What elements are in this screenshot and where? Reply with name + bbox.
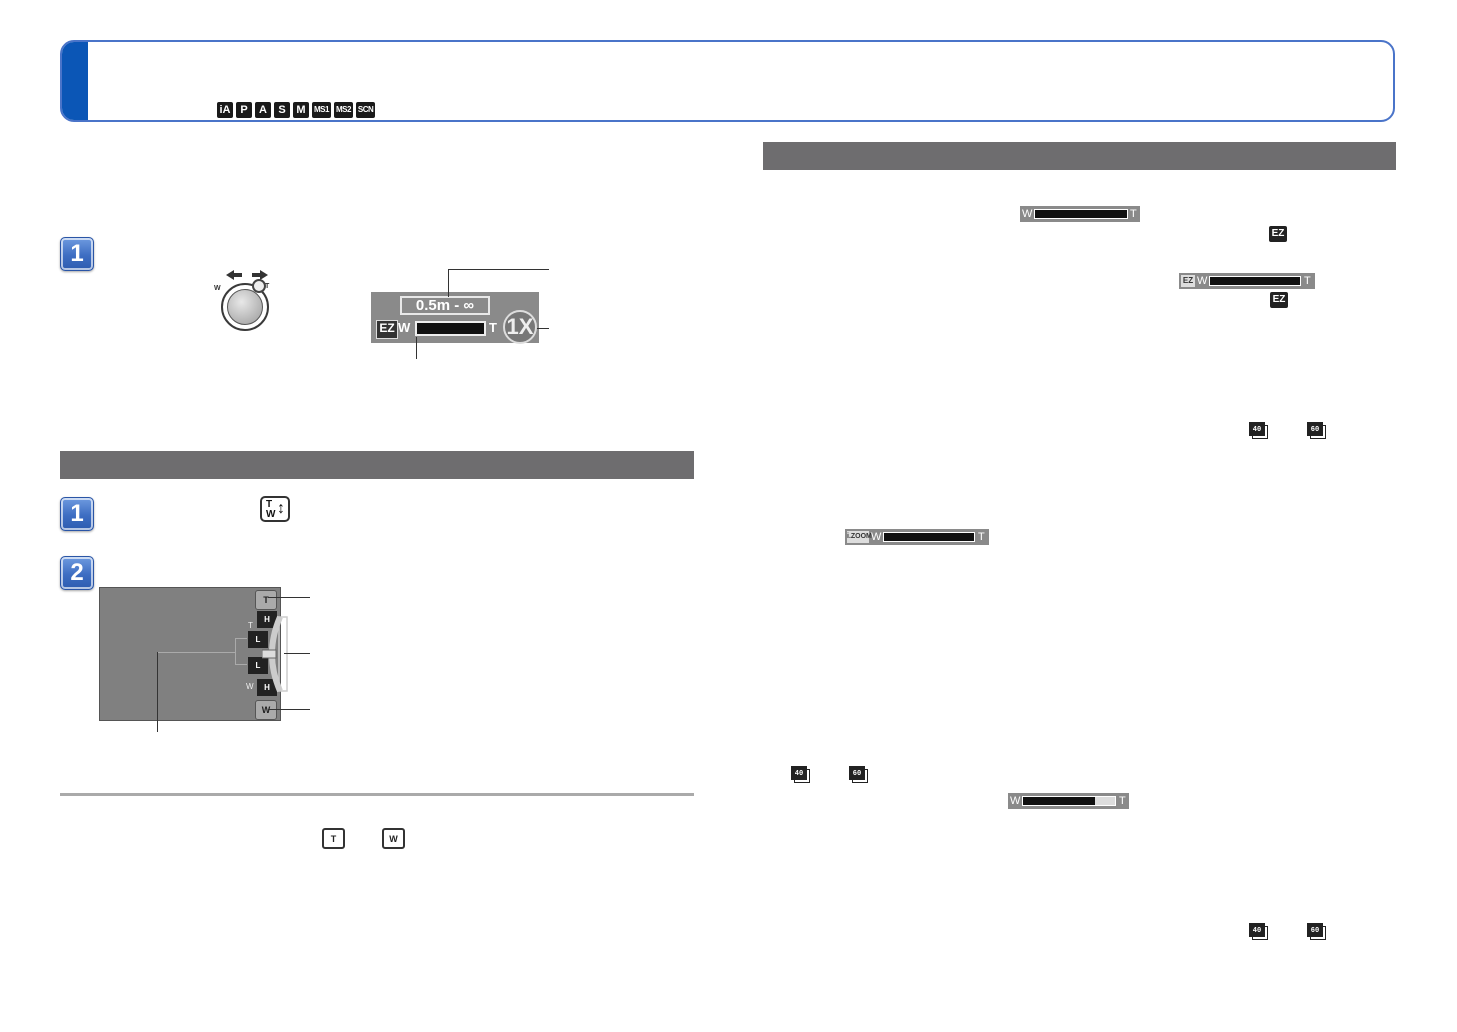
ez-icon-1: EZ: [1269, 226, 1287, 242]
focus-range-text: 0.5m - ∞: [400, 296, 490, 315]
ez-icon: EZ: [376, 320, 398, 339]
zoom-slider-arc[interactable]: [262, 615, 288, 693]
touch-zoom-screen: [99, 587, 281, 721]
burst-60-label-3: 60: [1307, 923, 1323, 937]
burst-60-label: 60: [1307, 422, 1323, 436]
mode-p-icon: P: [236, 102, 252, 118]
zoom-bar-optical-w: W: [1022, 208, 1033, 220]
leader-tele: [268, 597, 310, 598]
zoom-display-track: [415, 321, 486, 336]
leader-speed: [157, 652, 158, 732]
inline-wide-label: W: [389, 834, 398, 844]
zoom-bar-partial-fill: [1023, 797, 1095, 805]
zoom-bar-ez: EZ W T: [1179, 273, 1315, 289]
zoom-bar-optical-track: [1034, 209, 1128, 219]
zoom-bar-optical: W T: [1020, 206, 1140, 222]
shutter-button-icon: [227, 289, 263, 325]
burst-40-icon-3: 40: [1249, 923, 1269, 941]
zoom-bar-optical-t: T: [1130, 208, 1137, 220]
leader-focus-v: [448, 269, 449, 297]
zoom-bar-izoom-track: [883, 532, 975, 542]
zoom-bar-izoom-t: T: [978, 531, 985, 543]
wide-button-label: W: [261, 705, 271, 715]
bracket-pointer: [158, 652, 235, 653]
header-accent-tab: [62, 42, 88, 120]
burst-60-icon: 60: [1307, 422, 1327, 440]
mode-scn-icon: SCN: [355, 102, 376, 118]
recording-mode-icons: iA P A S M MS1 MS2 SCN: [217, 102, 376, 118]
zoom-bar-partial-track: [1022, 796, 1116, 806]
lever-w-label: W: [214, 285, 221, 292]
leader-slider: [284, 653, 310, 654]
lever-arrows-icon: [226, 270, 268, 280]
inline-tele-label: T: [330, 834, 337, 844]
zoom-bar-ez-track: [1209, 276, 1301, 286]
section-bar-touch-zoom: [60, 451, 694, 479]
bracket-top: [235, 638, 247, 639]
zoom-tele-button[interactable]: T: [255, 590, 277, 610]
mode-ms1-icon: MS1: [312, 102, 331, 118]
step-2-badge: 2: [60, 556, 94, 590]
step-1-badge: 1: [60, 237, 94, 271]
zoom-display-w-label: W: [398, 320, 411, 335]
lever-knob-icon: [252, 279, 266, 293]
burst-60-icon-3: 60: [1307, 923, 1327, 941]
zoom-bar-partial-w: W: [1010, 795, 1021, 807]
mode-m-icon: M: [293, 102, 309, 118]
zoom-speed-low-wide[interactable]: L: [248, 657, 268, 674]
touch-zoom-icon[interactable]: T W ↕: [260, 496, 290, 522]
inline-tele-icon: T: [322, 828, 345, 849]
updown-arrow-icon: ↕: [277, 500, 285, 517]
leader-focus-h: [448, 269, 549, 270]
zoom-speed-high-tele[interactable]: H: [257, 611, 277, 628]
slider-w-label: W: [246, 682, 254, 691]
burst-40-label-2: 40: [791, 766, 807, 780]
slider-t-label: T: [248, 621, 253, 630]
zoom-display-t-label: T: [489, 320, 497, 335]
burst-40-label: 40: [1249, 422, 1265, 436]
tele-button-label: T: [263, 595, 269, 605]
section-divider: [60, 793, 694, 796]
zoom-speed-high-wide[interactable]: H: [257, 679, 277, 696]
page-header: [60, 40, 1395, 122]
burst-40-icon-2: 40: [791, 766, 811, 784]
leader-zoom-position: [416, 337, 417, 359]
leader-magnification: [537, 328, 549, 329]
mode-ia-icon: iA: [217, 102, 233, 118]
bracket-bottom: [235, 664, 247, 665]
mode-a-icon: A: [255, 102, 271, 118]
zoom-bar-ez-badge: EZ: [1181, 275, 1195, 287]
zoom-speed-low-tele[interactable]: L: [248, 631, 268, 648]
zoom-bar-partial-t: T: [1119, 795, 1126, 807]
inline-wide-icon: W: [382, 828, 405, 849]
step-1-touch-badge: 1: [60, 497, 94, 531]
touch-zoom-icon-w: W: [266, 509, 276, 520]
zoom-bar-ez-t: T: [1304, 275, 1311, 287]
zoom-bar-izoom: i.ZOOM W T: [845, 529, 989, 545]
magnification-readout: 1X: [503, 310, 537, 344]
zoom-bar-izoom-badge: i.ZOOM: [847, 531, 872, 543]
zoom-bar-ez-w: W: [1197, 275, 1208, 287]
touch-zoom-icon-t: T: [266, 499, 273, 510]
mode-s-icon: S: [274, 102, 290, 118]
mode-ms2-icon: MS2: [333, 102, 353, 118]
section-bar-right: [763, 142, 1396, 170]
burst-60-label-2: 60: [849, 766, 865, 780]
zoom-bar-partial: W T: [1008, 793, 1129, 809]
burst-40-icon: 40: [1249, 422, 1269, 440]
zoom-bar-izoom-w: W: [871, 531, 882, 543]
leader-wide: [268, 709, 310, 710]
zoom-wide-button[interactable]: W: [255, 700, 277, 720]
burst-60-icon-2: 60: [849, 766, 869, 784]
burst-40-label-3: 40: [1249, 923, 1265, 937]
ez-icon-2: EZ: [1270, 292, 1288, 308]
bracket-vertical: [235, 638, 236, 665]
lever-t-label: T: [265, 283, 270, 290]
